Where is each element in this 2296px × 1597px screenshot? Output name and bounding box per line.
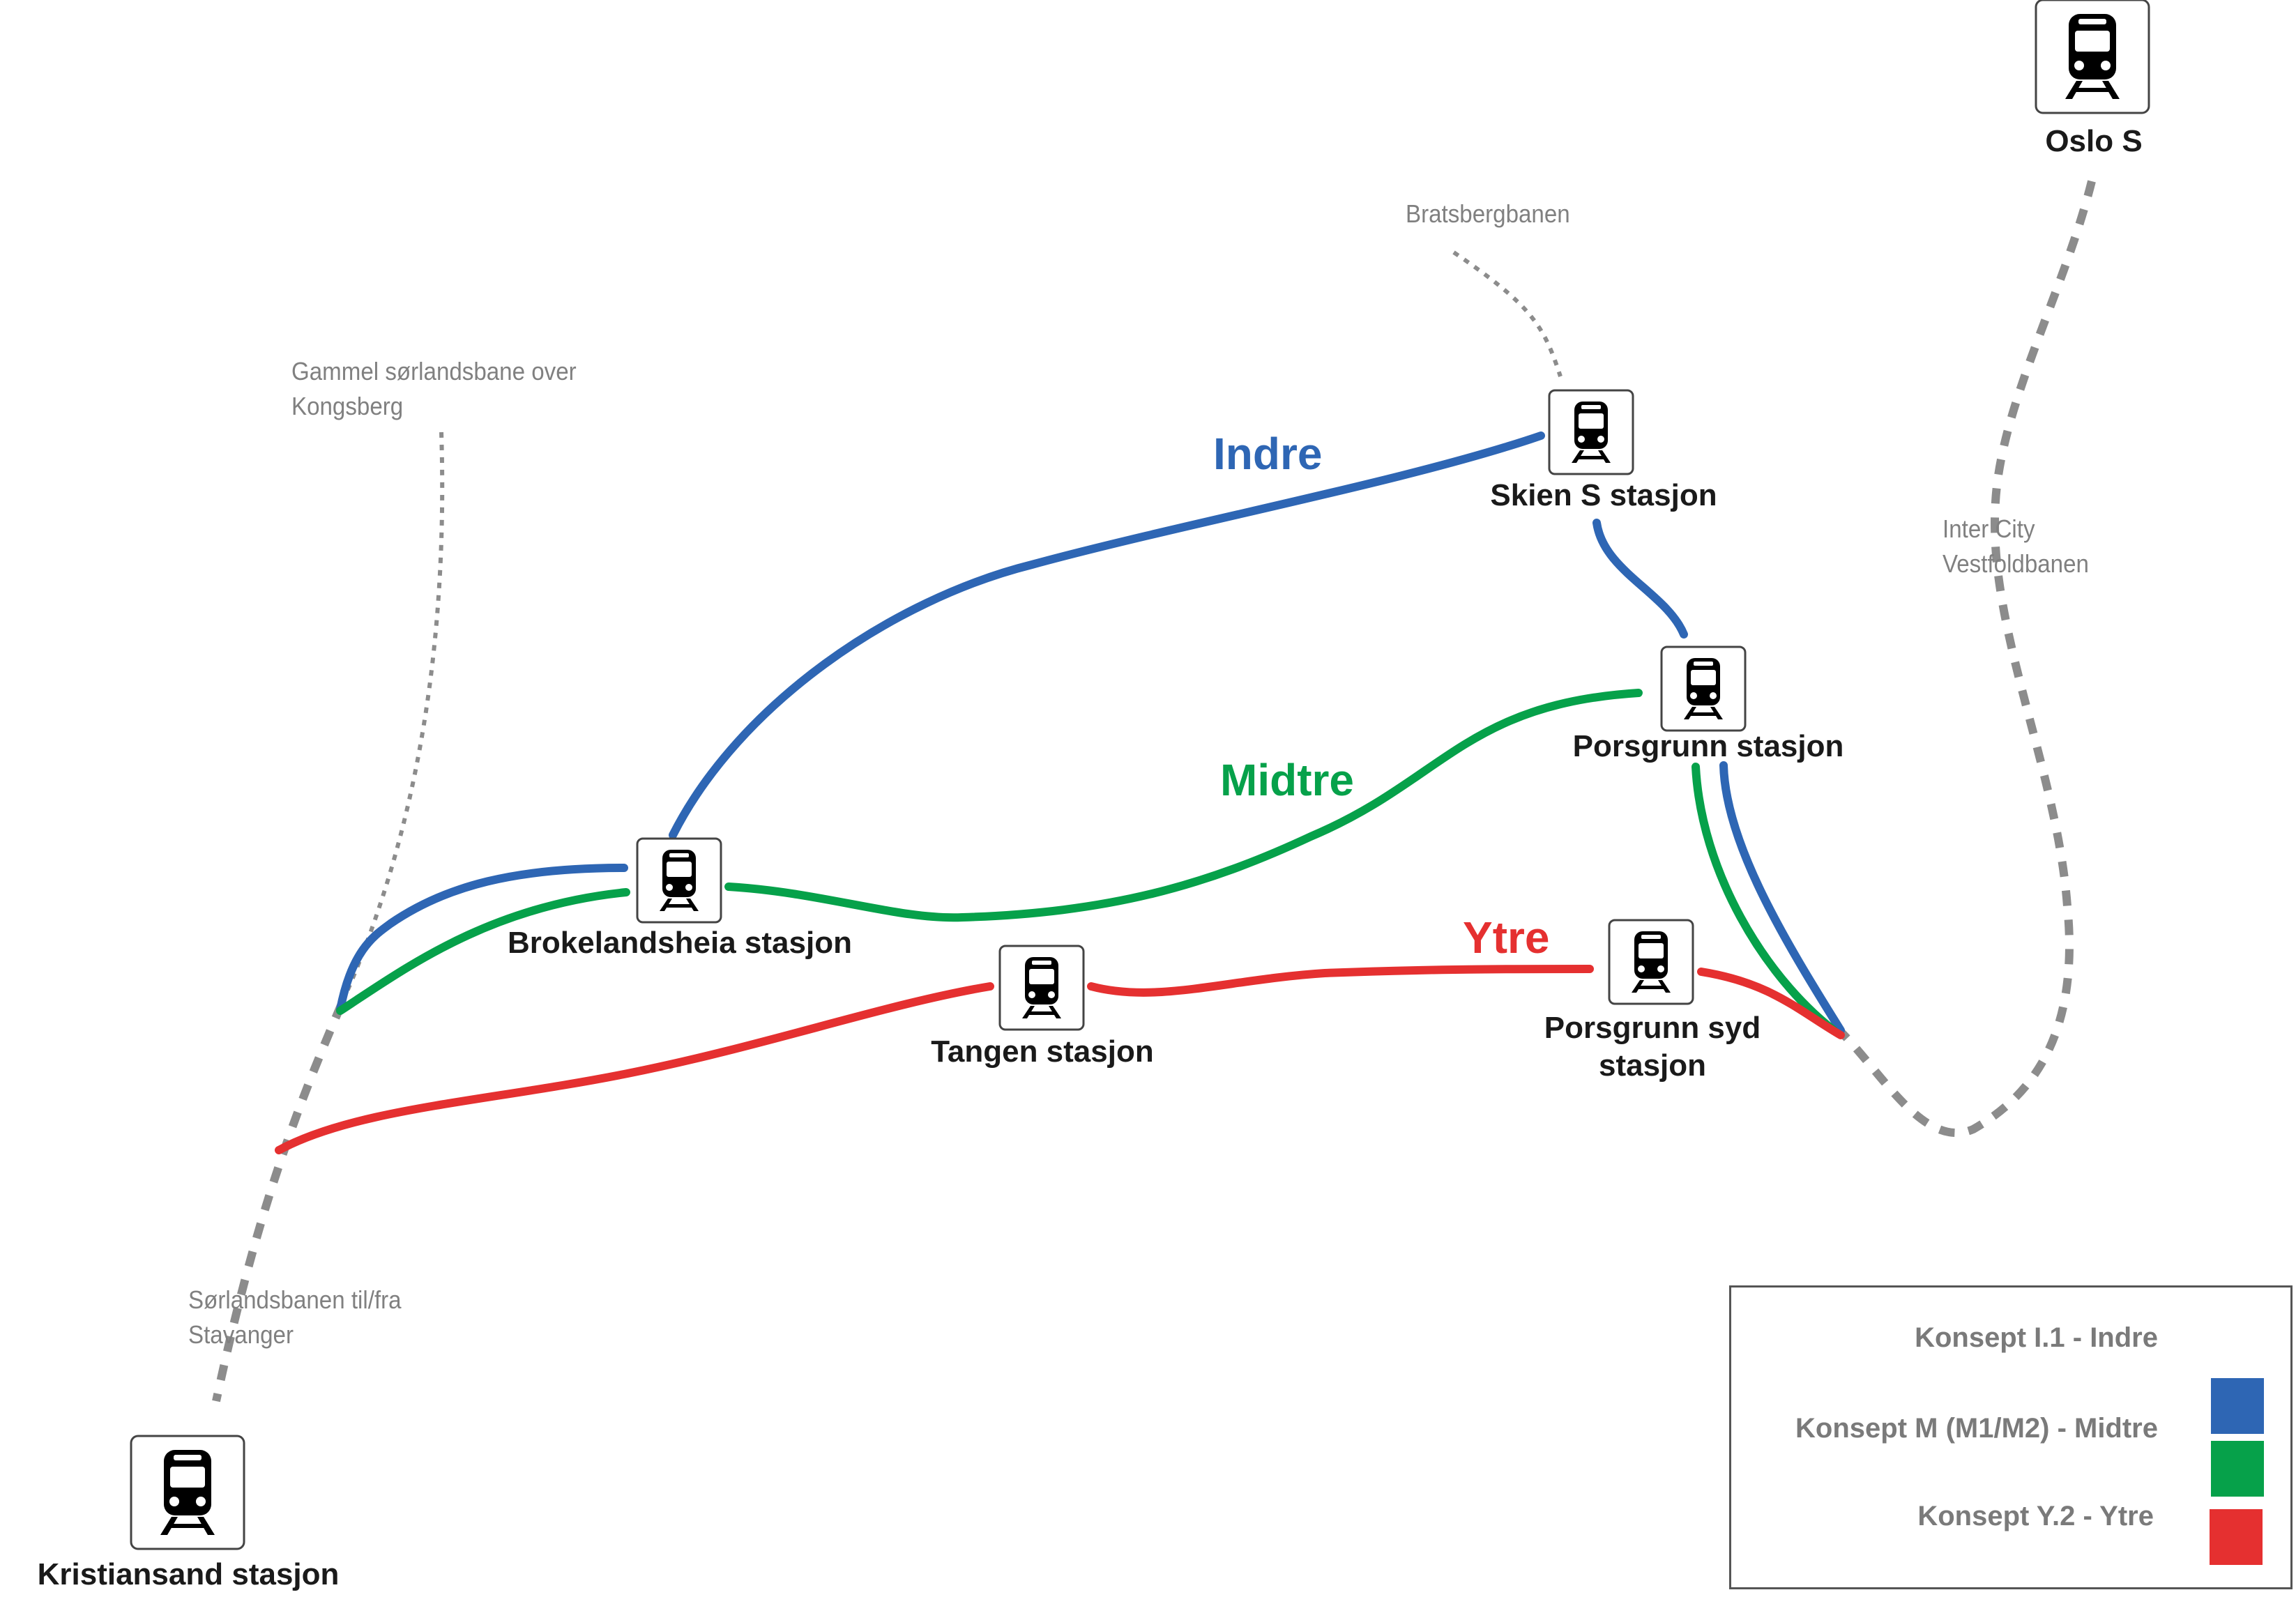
station-label-tangen: Tangen stasjon <box>931 1034 1154 1069</box>
train-front-icon <box>636 837 722 924</box>
route-label-midtre: Midtre <box>1220 755 1354 805</box>
route-label-ytre: Ytre <box>1463 912 1550 963</box>
route-ytre-west <box>275 982 994 1154</box>
route-midtre-porsgrunn-syd <box>1691 763 1838 1034</box>
train-front-icon <box>2035 0 2150 114</box>
train-front-icon <box>1608 919 1694 1005</box>
station-label-kristiansand: Kristiansand stasjon <box>37 1557 340 1591</box>
route-indre-main <box>669 431 1545 839</box>
station-label-skien: Skien S stasjon <box>1490 478 1717 512</box>
route-midtre-west <box>336 888 630 1015</box>
note-bratsbergbanen: Bratsbergbanen <box>1406 199 1570 228</box>
legend-label-midtre: Konsept M (M1/M2) - Midtre <box>1795 1413 2158 1444</box>
note-gammel-line1: Gammel sørlandsbane over <box>291 357 577 385</box>
legend-label-ytre: Konsept Y.2 - Ytre <box>1917 1501 2154 1531</box>
station-label-oslo: Oslo S <box>2045 124 2143 158</box>
note-gammel-line2: Kongsberg <box>291 392 404 420</box>
route-indre-west <box>336 864 628 1014</box>
station-label-brokelandsheia: Brokelandsheia stasjon <box>508 926 852 960</box>
station-label-porsgrunn-syd-line1: Porsgrunn syd <box>1544 1011 1761 1045</box>
route-indre-skien-porsgrunn <box>1592 519 1688 639</box>
legend-label-indre: Konsept I.1 - Indre <box>1915 1322 2158 1353</box>
legend-swatch-midtre <box>2211 1441 2264 1497</box>
route-label-indre: Indre <box>1213 429 1323 479</box>
station-label-porsgrunn: Porsgrunn stasjon <box>1572 729 1844 763</box>
note-sorlandsbanen-line2: Stavanger <box>188 1320 294 1349</box>
train-front-icon <box>998 945 1085 1031</box>
train-front-icon <box>130 1435 245 1550</box>
route-ytre-middle <box>1087 965 1594 997</box>
vestfoldbanen-line <box>1837 180 2096 1138</box>
route-midtre-main <box>724 689 1643 922</box>
gammel-sorlandsbane-line <box>340 431 445 1005</box>
legend-swatch-indre <box>2211 1378 2264 1434</box>
bratsbergbanen-line <box>1452 250 1563 377</box>
legend: Konsept I.1 - Indre Konsept M (M1/M2) - … <box>1729 1285 2293 1589</box>
note-sorlandsbanen-line1: Sørlandsbanen til/fra <box>188 1285 402 1314</box>
train-front-icon <box>1660 645 1747 732</box>
station-label-porsgrunn-syd-line2: stasjon <box>1598 1048 1707 1083</box>
train-front-icon <box>1548 389 1634 475</box>
note-intercity-line2: Vestfoldbanen <box>1943 549 2089 578</box>
note-intercity-line1: Inter City <box>1943 514 2035 543</box>
legend-swatch-ytre <box>2210 1509 2263 1565</box>
route-ytre-east <box>1697 968 1845 1039</box>
route-indre-porsgrunn-syd <box>1719 761 1845 1034</box>
